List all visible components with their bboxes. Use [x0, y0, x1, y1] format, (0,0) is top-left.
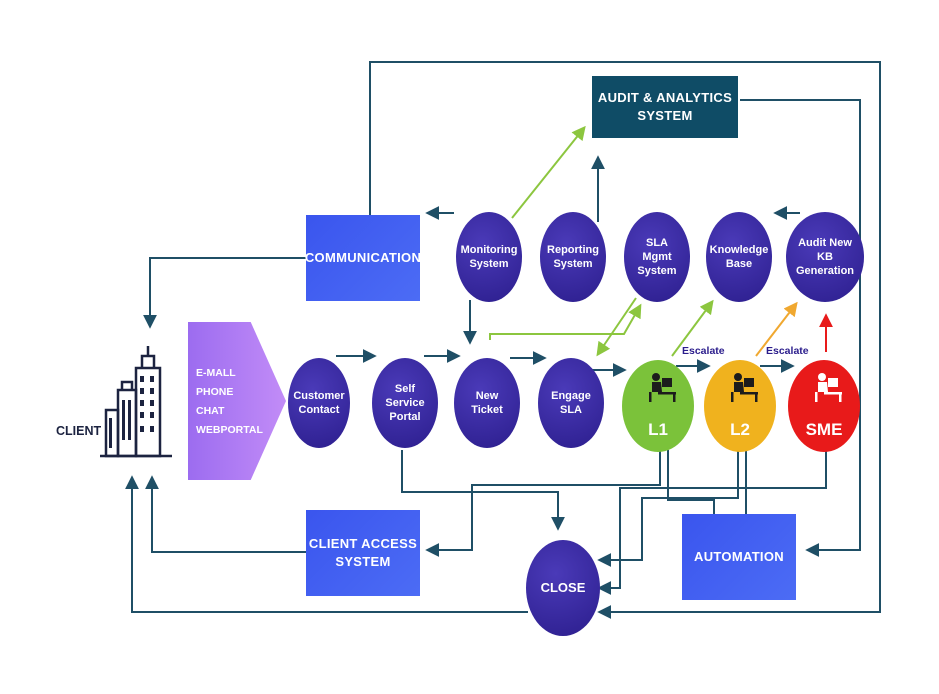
- monitoring-to-audit-line: [511, 125, 586, 219]
- reporting-system-node: Reporting System: [540, 212, 606, 302]
- level-sme-label: SME: [805, 420, 843, 439]
- engage-sla-node: Engage SLA: [538, 358, 604, 448]
- channel-email: E-MALL: [196, 367, 236, 379]
- close-node: CLOSE: [526, 540, 600, 636]
- client-label: CLIENT: [56, 424, 102, 438]
- l2-to-close-line: [597, 450, 739, 567]
- selfservice-to-close-line: [401, 450, 565, 531]
- agent-desk-icon: [731, 373, 758, 402]
- l2-to-auditkb-line: [755, 301, 798, 357]
- sme-to-close-line: [597, 450, 827, 595]
- l1-to-knowledge-line: [671, 299, 714, 357]
- audit-to-automation-line: [740, 99, 861, 557]
- audit-new-kb-node: Audit New KB Generation: [786, 212, 864, 302]
- escalate-label-l2-sme: Escalate: [766, 345, 809, 357]
- client-access-box: CLIENT ACCESS SYSTEM: [306, 510, 420, 596]
- level-sme-node: SME: [788, 360, 860, 452]
- level-l1-node: L1: [622, 360, 694, 452]
- customer-contact-node: Customer Contact: [288, 358, 350, 448]
- channel-chat: CHAT: [196, 405, 225, 417]
- self-service-portal-node: Self Service Portal: [372, 358, 438, 448]
- l1-to-client-access-line: [425, 450, 661, 557]
- level-l1-label: L1: [648, 420, 668, 439]
- knowledge-base-node: Knowledge Base: [706, 212, 772, 302]
- automation-box: AUTOMATION: [682, 514, 796, 600]
- communication-to-client-line: [143, 257, 306, 329]
- channel-phone: PHONE: [196, 386, 234, 398]
- slamgmt-to-engage-line: [596, 297, 637, 357]
- l1-to-automation-line: [667, 450, 715, 514]
- sla-mgmt-system-node: SLA Mgmt System: [624, 212, 690, 302]
- outer-frame-line: [369, 61, 881, 619]
- level-l2-label: L2: [730, 420, 750, 439]
- monitoring-system-node: Monitoring System: [456, 212, 522, 302]
- close-to-client-line: [125, 475, 528, 613]
- channel-webportal: WEBPORTAL: [196, 424, 263, 436]
- agent-desk-icon: [815, 373, 842, 402]
- client-building-icon: [100, 346, 172, 458]
- new-ticket-node: New Ticket: [454, 358, 520, 448]
- level-l2-node: L2: [704, 360, 776, 452]
- agent-desk-icon: [649, 373, 676, 402]
- communication-box: COMMUNICATION: [305, 215, 421, 301]
- clientaccess-to-client-line: [145, 475, 306, 553]
- escalate-label-l1-l2: Escalate: [682, 345, 725, 357]
- audit-analytics-box: AUDIT & ANALYTICS SYSTEM: [592, 76, 738, 138]
- newticket-to-slamgmt-line: [489, 303, 642, 340]
- channels-list: E-MALL PHONE CHAT WEBPORTAL: [196, 364, 263, 440]
